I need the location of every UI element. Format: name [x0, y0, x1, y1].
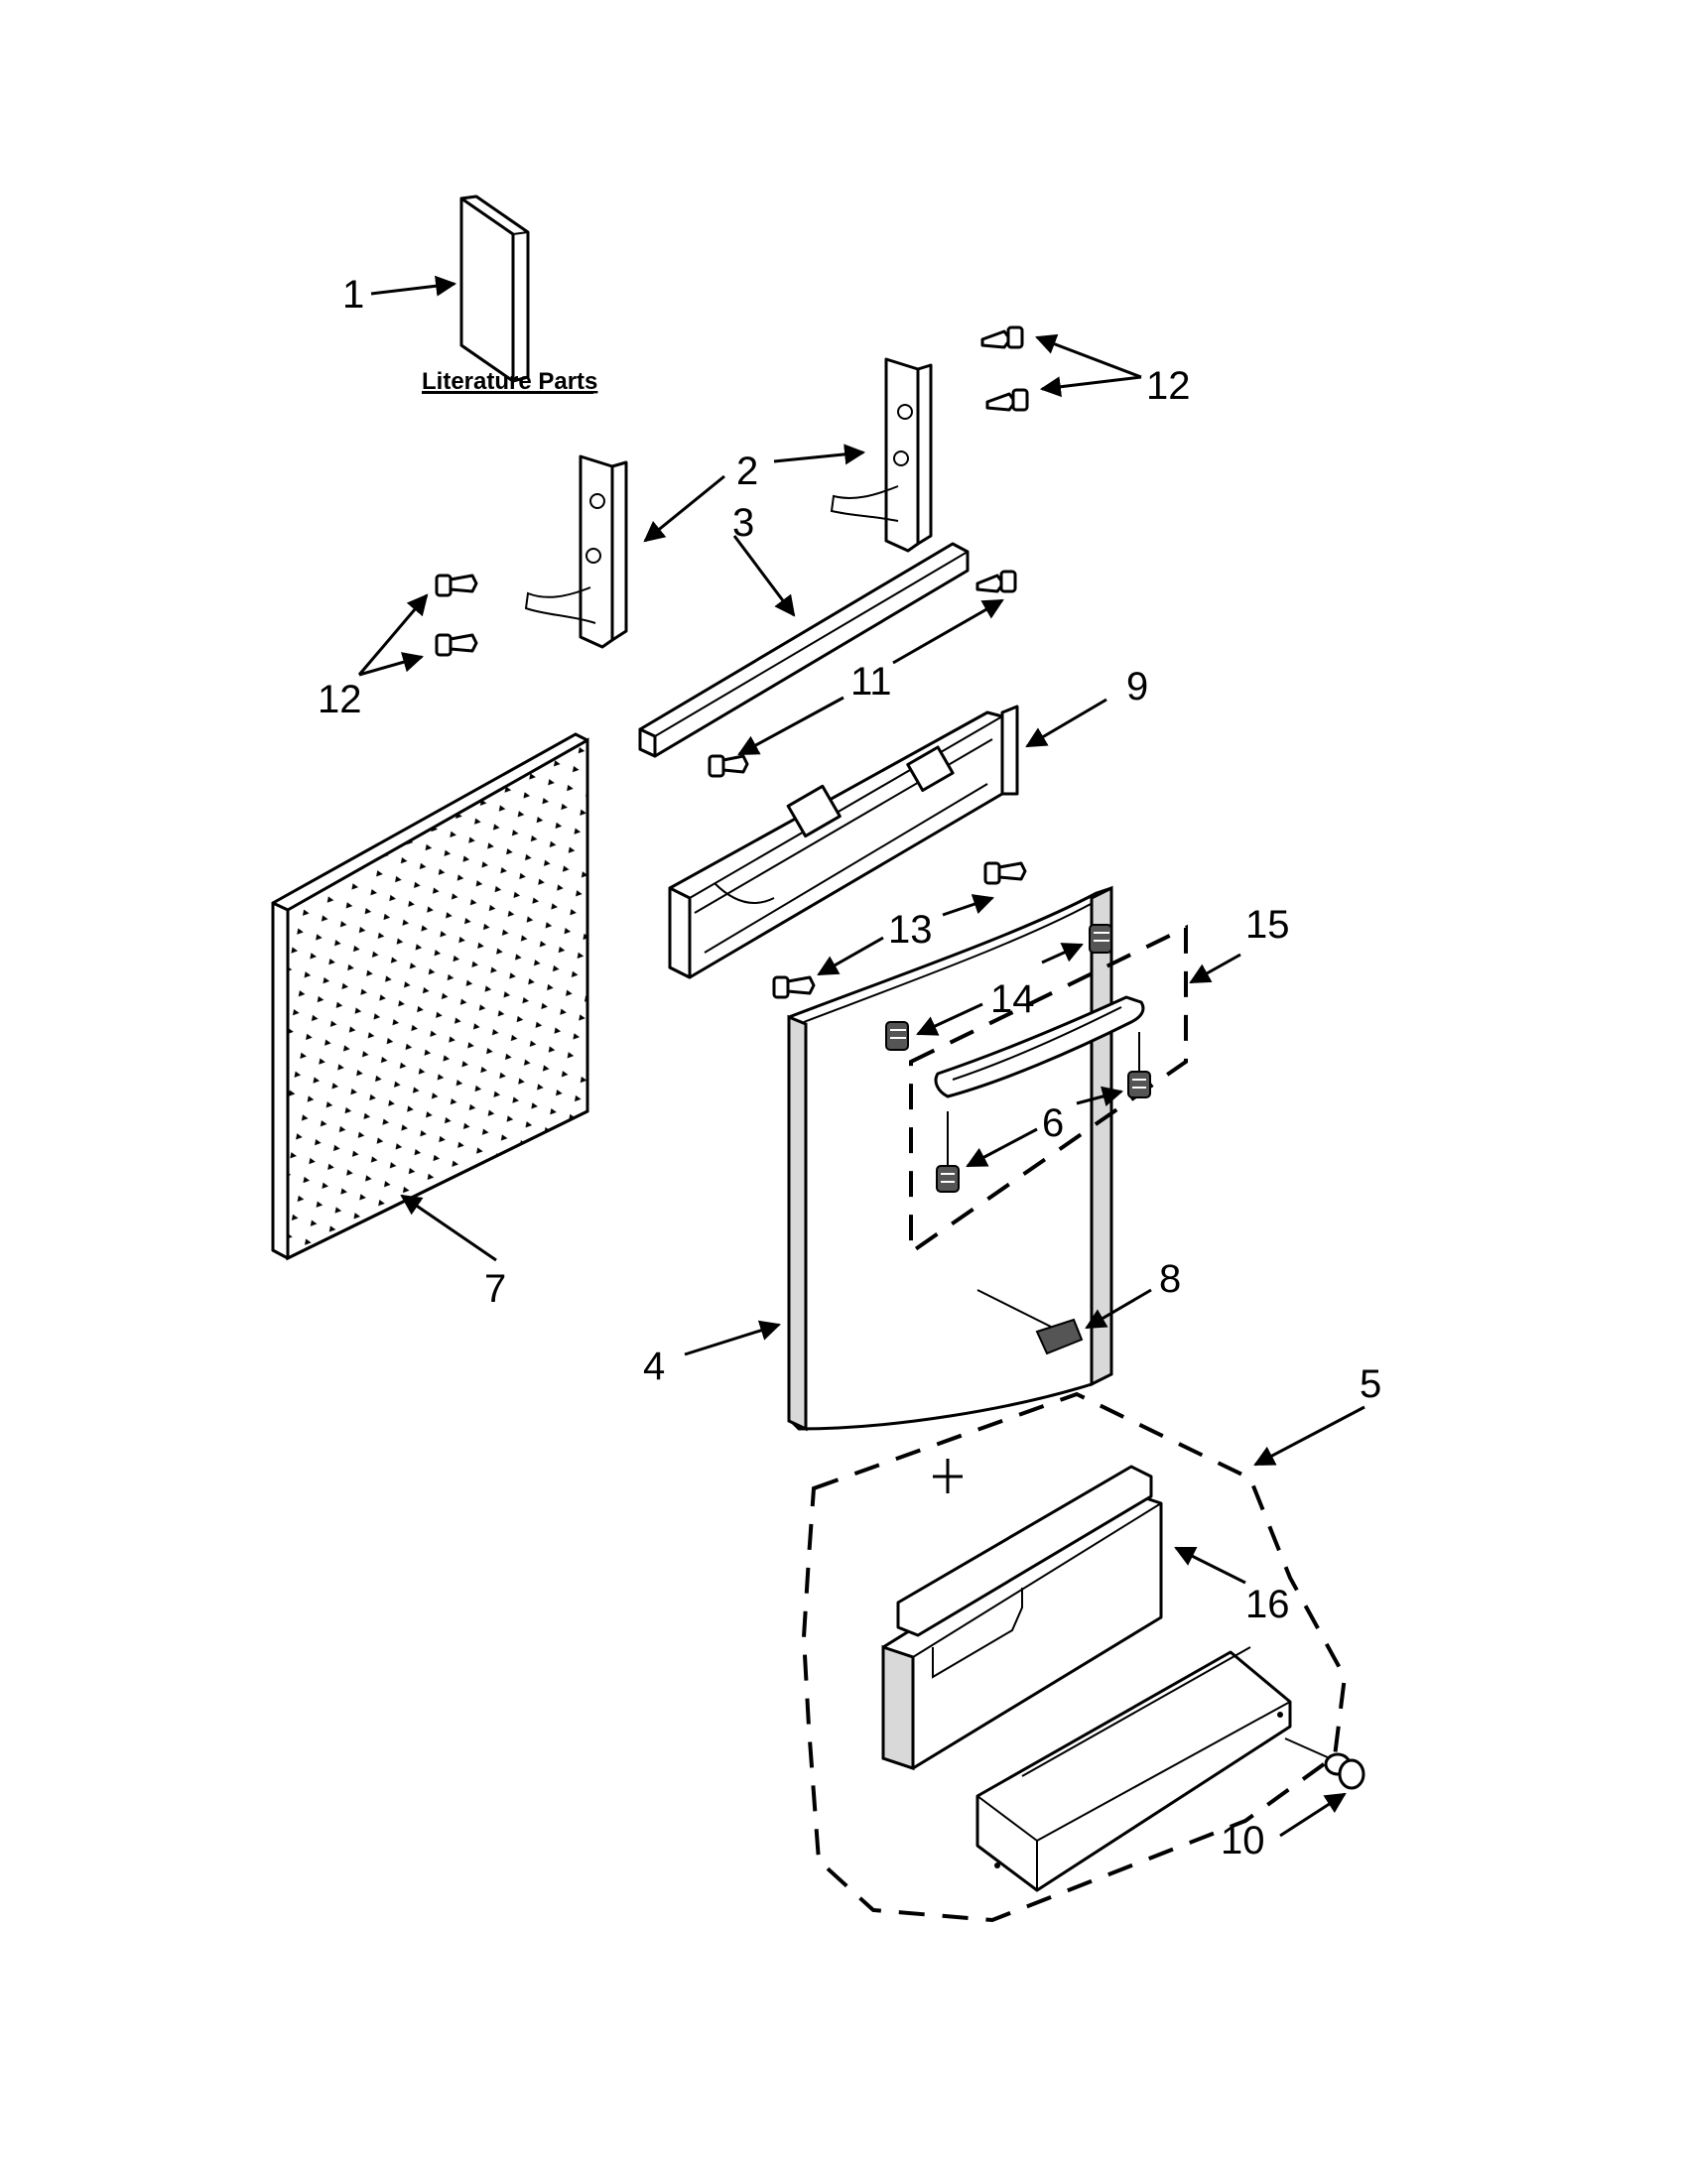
leader-12b-2: [358, 652, 425, 677]
screw-11-left: [708, 754, 749, 778]
leader-5: [1253, 1405, 1365, 1467]
leader-2b: [643, 474, 725, 543]
callout-11: 11: [850, 660, 892, 704]
handle-standoff-1: [1089, 924, 1112, 954]
toe-panel-kit-outline: [801, 1391, 1348, 1923]
leader-7: [400, 1194, 497, 1262]
handle-screw-6-right: [1127, 1032, 1151, 1098]
screw-10: [1284, 1737, 1365, 1790]
leader-9: [1025, 698, 1107, 748]
leader-2a: [773, 444, 866, 465]
callout-16: 16: [1245, 1583, 1290, 1626]
leader-3: [732, 535, 796, 617]
literature-book: [459, 194, 530, 383]
leader-13b: [817, 936, 884, 976]
screw-12-left-1: [435, 574, 478, 597]
screw-12-left-2: [435, 633, 478, 657]
leader-13a: [942, 894, 994, 917]
callout-5: 5: [1360, 1362, 1381, 1406]
leader-6a: [1076, 1086, 1124, 1107]
callout-4: 4: [643, 1345, 665, 1388]
callout-14: 14: [990, 977, 1035, 1021]
callout-6: 6: [1042, 1101, 1064, 1145]
callout-7: 7: [484, 1267, 506, 1311]
screw-12-top-2: [985, 388, 1029, 412]
callout-3: 3: [732, 501, 754, 545]
screw-12-top-1: [980, 325, 1024, 349]
control-panel: [668, 705, 1019, 979]
callout-9: 9: [1126, 665, 1148, 708]
handle-kit-outline: [909, 924, 1188, 1256]
screw-13-left: [772, 975, 816, 999]
toe-plate: [975, 1646, 1292, 1892]
callout-12-top: 12: [1146, 364, 1191, 408]
hinge-bracket-right: [830, 357, 933, 553]
door-handle: [934, 995, 1145, 1098]
leader-14b: [916, 1002, 983, 1036]
screw-11-right: [975, 570, 1017, 593]
leader-1: [370, 275, 457, 297]
leader-4: [684, 1320, 782, 1356]
leader-12a-2: [1039, 375, 1142, 398]
access-panel: [881, 1465, 1163, 1771]
leader-15: [1189, 953, 1241, 984]
screw-13-top: [983, 861, 1027, 885]
leader-11a: [892, 598, 1004, 665]
handle-standoff-2: [885, 1021, 909, 1051]
leader-14a: [1041, 943, 1084, 964]
badge-emblem: [976, 1289, 1084, 1355]
handle-screw-6-left: [936, 1111, 960, 1193]
callout-15: 15: [1245, 903, 1290, 947]
leader-10: [1279, 1792, 1347, 1838]
leader-16: [1174, 1546, 1246, 1585]
hinge-bracket-left: [524, 454, 628, 649]
callout-13: 13: [888, 908, 933, 952]
leader-12b-1: [357, 593, 429, 676]
callout-2: 2: [736, 450, 758, 493]
leader-6b: [966, 1127, 1038, 1168]
leader-11b: [737, 696, 844, 756]
literature-caption: Literature Parts: [422, 368, 597, 395]
callout-8: 8: [1159, 1257, 1181, 1301]
callout-10: 10: [1221, 1819, 1265, 1863]
leader-12a-1: [1035, 333, 1142, 379]
callout-12-left: 12: [318, 678, 362, 721]
insulation-panel: [271, 732, 589, 1261]
leader-8: [1085, 1288, 1152, 1330]
callout-1: 1: [342, 273, 364, 317]
door-channel: [638, 542, 970, 758]
